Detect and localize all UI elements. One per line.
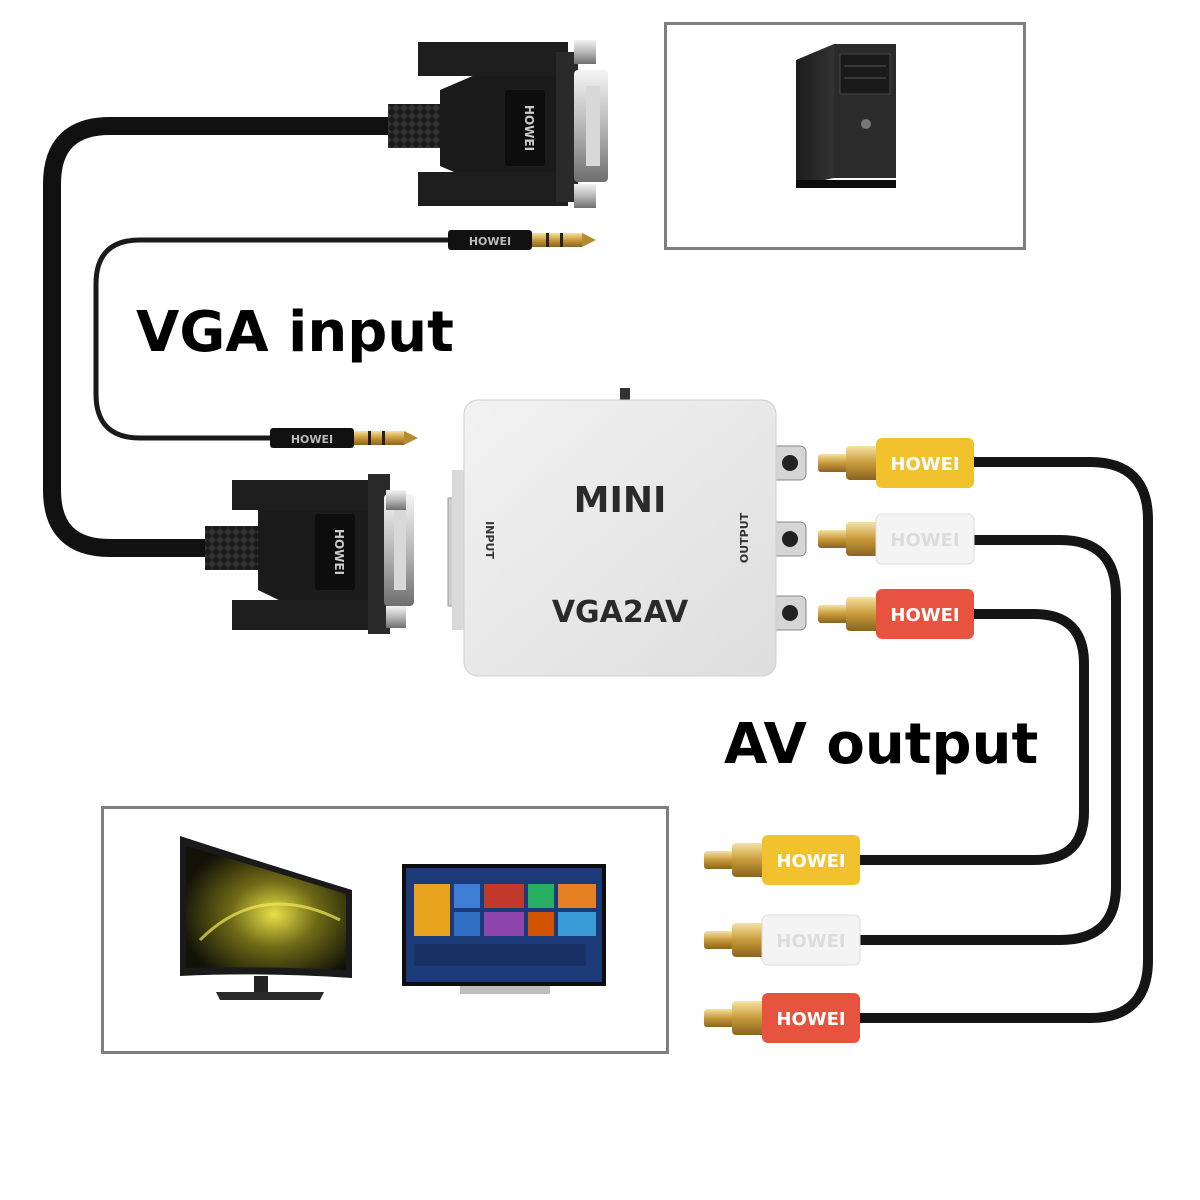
vga2av-converter: MINI VGA2AV INPUT OUTPUT xyxy=(447,388,807,677)
rca-red-cable xyxy=(858,609,1089,865)
converter-input-label: INPUT xyxy=(483,521,496,559)
top-vga-connector: HOWEI xyxy=(388,40,608,208)
av-output-label: AV output xyxy=(724,712,1039,777)
pc-tower-icon xyxy=(796,44,896,188)
rca-white-cable xyxy=(858,535,1121,945)
svg-text:HOWEI: HOWEI xyxy=(291,433,333,446)
audio-cable xyxy=(93,237,463,441)
converter-model-label: VGA2AV xyxy=(552,595,689,630)
curved-monitor-icon xyxy=(180,836,352,1000)
converter-output-label: OUTPUT xyxy=(738,512,751,563)
svg-text:HOWEI: HOWEI xyxy=(469,235,511,248)
vga-input-label: VGA input xyxy=(136,300,454,365)
top-audio-jack: HOWEI xyxy=(448,230,596,250)
rca-plug-yellow-top: HOWEI xyxy=(818,438,974,488)
vga-cable xyxy=(43,117,409,557)
svg-text:HOWEI: HOWEI xyxy=(890,605,959,626)
rca-plug-red-bottom: HOWEI xyxy=(704,993,860,1043)
bottom-vga-connector: HOWEI xyxy=(205,474,414,634)
svg-text:HOWEI: HOWEI xyxy=(776,931,845,952)
rca-plug-red-top: HOWEI xyxy=(818,589,974,639)
smart-tv-icon xyxy=(402,864,606,994)
converter-mini-label: MINI xyxy=(574,480,667,521)
svg-text:HOWEI: HOWEI xyxy=(776,851,845,872)
svg-text:HOWEI: HOWEI xyxy=(890,530,959,551)
rca-plug-yellow-bottom: HOWEI xyxy=(704,835,860,885)
svg-text:HOWEI: HOWEI xyxy=(776,1009,845,1030)
svg-text:HOWEI: HOWEI xyxy=(890,454,959,475)
rca-plug-white-bottom: HOWEI xyxy=(704,914,861,966)
rca-yellow-cable xyxy=(858,457,1153,1023)
svg-text:HOWEI: HOWEI xyxy=(332,529,346,575)
bottom-audio-jack: HOWEI xyxy=(270,428,418,448)
svg-text:HOWEI: HOWEI xyxy=(522,105,536,151)
rca-plug-white-top: HOWEI xyxy=(818,513,975,565)
